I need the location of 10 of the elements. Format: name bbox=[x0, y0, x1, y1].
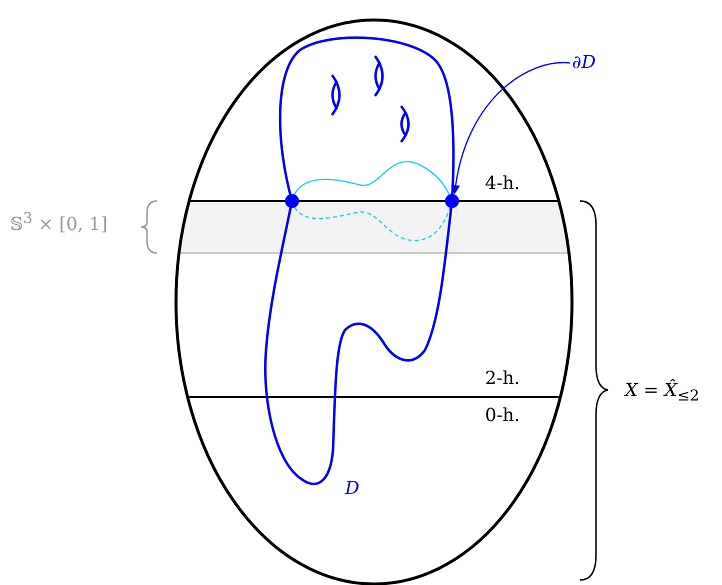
point-marker bbox=[445, 194, 459, 208]
leader-arrow bbox=[451, 62, 570, 194]
boundary-label: ∂D bbox=[572, 53, 596, 73]
product-label: 𝕊$^{3}$ × [0, 1] bbox=[10, 210, 108, 235]
manifold-label: X = X̂$_{≤2}$ bbox=[625, 381, 700, 404]
point-marker bbox=[285, 194, 299, 208]
handle-label: 2-h. bbox=[485, 369, 520, 389]
handle-label: 0-h. bbox=[485, 406, 520, 426]
disk-label: D bbox=[345, 479, 360, 499]
handle-label: 4-h. bbox=[485, 174, 520, 194]
